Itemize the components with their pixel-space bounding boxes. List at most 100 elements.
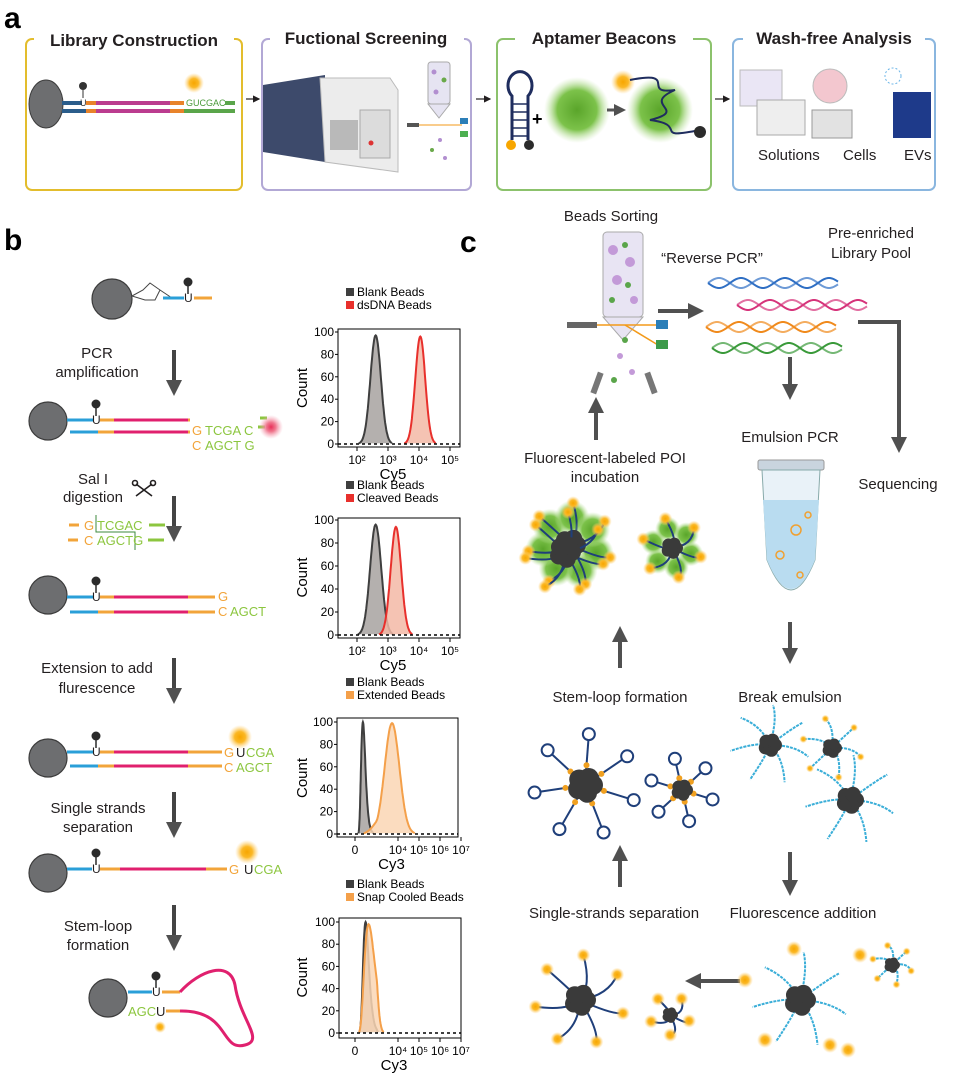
step-label: separation	[63, 819, 133, 836]
fluorophore-icon	[537, 579, 552, 594]
panel-label-c: c	[460, 226, 477, 259]
bead-icon	[678, 779, 691, 792]
single-cluster	[518, 505, 611, 597]
label-reverse-pcr: “Reverse PCR”	[661, 250, 763, 267]
label-ss-separation: Single-strands separation	[529, 905, 699, 922]
label-sequencing: Sequencing	[858, 476, 937, 493]
box-title: Wash-free Analysis	[756, 29, 912, 48]
x-tick-label: 10⁴	[410, 644, 429, 658]
biotin-icon	[91, 731, 101, 741]
panel-label-a: a	[4, 2, 21, 35]
fluorophore-icon	[561, 505, 576, 520]
fluorophore-icon	[671, 570, 686, 585]
box-title: Library Construction	[50, 31, 218, 50]
cy3-fluorophore-icon	[228, 725, 252, 749]
bead-icon	[667, 1007, 677, 1017]
svg-text:CGA: CGA	[246, 745, 275, 760]
microscope-icon	[811, 109, 853, 139]
bead-sorter-icon	[567, 231, 668, 395]
x-tick-label: 10³	[379, 453, 396, 467]
loop	[581, 727, 596, 742]
cut-site-line	[95, 515, 136, 550]
biotin-icon	[151, 971, 161, 981]
legend-swatch	[346, 678, 354, 686]
uracil-label: U	[92, 745, 101, 759]
legend-swatch	[346, 494, 354, 502]
fluorophore-icon	[576, 948, 591, 963]
label-cells: Cells	[843, 147, 876, 164]
label-pool-line1: Pre-enriched	[828, 225, 914, 242]
svg-text:U: U	[244, 862, 253, 877]
fluorophore-icon	[856, 752, 865, 761]
loop	[552, 822, 567, 837]
legend-swatch	[346, 301, 354, 309]
fluorophore-icon	[596, 556, 611, 571]
histogram-line	[358, 922, 385, 1034]
y-tick-label: 100	[314, 325, 334, 339]
step-label: Single strands	[50, 800, 145, 817]
x-tick-label: 0	[352, 843, 359, 857]
fluorophore-icon	[786, 941, 802, 957]
dsdna-cluster	[868, 941, 916, 989]
fluorophore-icon	[883, 941, 892, 950]
dsdna-cluster	[799, 714, 865, 782]
loop	[682, 814, 697, 829]
bead-icon	[559, 536, 578, 555]
legend-label: Snap Cooled Beads	[357, 890, 464, 904]
x-tick-label: 10³	[379, 644, 396, 658]
bead-icon	[91, 278, 133, 320]
y-tick-label: 40	[320, 782, 334, 796]
fluorophore-icon	[674, 991, 689, 1006]
fluorophore-icon	[868, 955, 877, 964]
x-axis-label: Cy5	[380, 466, 407, 483]
svg-text:TCGAC: TCGAC	[97, 518, 143, 533]
y-axis-label: Count	[294, 367, 311, 408]
svg-text:U: U	[156, 1004, 165, 1019]
step-label: Extension to add	[41, 660, 153, 677]
dna-strand	[752, 998, 801, 1009]
fluorophore-icon	[528, 517, 543, 532]
dsdna-cluster	[805, 754, 894, 842]
stemloop-cluster	[527, 727, 641, 840]
svg-text:G: G	[224, 745, 234, 760]
library-seq: GUCGAC	[186, 98, 226, 108]
fluorophore-icon	[840, 1042, 856, 1058]
svg-text:C: C	[192, 438, 201, 453]
loop	[527, 785, 542, 800]
bead-icon	[578, 767, 599, 788]
fluorophore-icon	[682, 1013, 697, 1028]
x-tick-label: 10⁵	[410, 1044, 428, 1058]
fluorophore-icon	[528, 999, 543, 1014]
plot-frame	[337, 328, 461, 448]
y-tick-label: 60	[320, 760, 334, 774]
histogram-line	[363, 721, 416, 835]
loop	[705, 792, 720, 807]
svg-text:C: C	[84, 533, 93, 548]
box-title: Fuctional Screening	[285, 29, 447, 48]
y-tick-label: 80	[320, 737, 334, 751]
y-tick-label: 60	[321, 370, 335, 384]
bead-icon	[668, 537, 681, 550]
fluorophore-icon	[873, 974, 882, 983]
y-tick-label: 80	[321, 536, 335, 550]
loop	[620, 749, 635, 764]
x-tick-label: 10⁵	[441, 453, 459, 467]
fluorophore-icon	[651, 991, 666, 1006]
y-tick-label: 20	[321, 415, 335, 429]
y-tick-label: 40	[321, 392, 335, 406]
x-tick-label: 10⁵	[441, 644, 459, 658]
svg-text:C: C	[224, 760, 233, 775]
uracil-label: U	[152, 985, 161, 999]
y-tick-label: 40	[321, 582, 335, 596]
bound-beacon-icon	[611, 70, 706, 143]
dsdna-cluster	[730, 704, 809, 783]
fluorophore-icon	[737, 972, 753, 988]
x-tick-label: 10⁴	[389, 843, 408, 857]
svg-text:U: U	[80, 98, 87, 108]
x-axis-label: Cy3	[378, 856, 405, 873]
step-label: digestion	[63, 489, 123, 506]
y-tick-label: 20	[321, 605, 335, 619]
dna-strand	[740, 716, 771, 746]
legend-swatch	[346, 893, 354, 901]
